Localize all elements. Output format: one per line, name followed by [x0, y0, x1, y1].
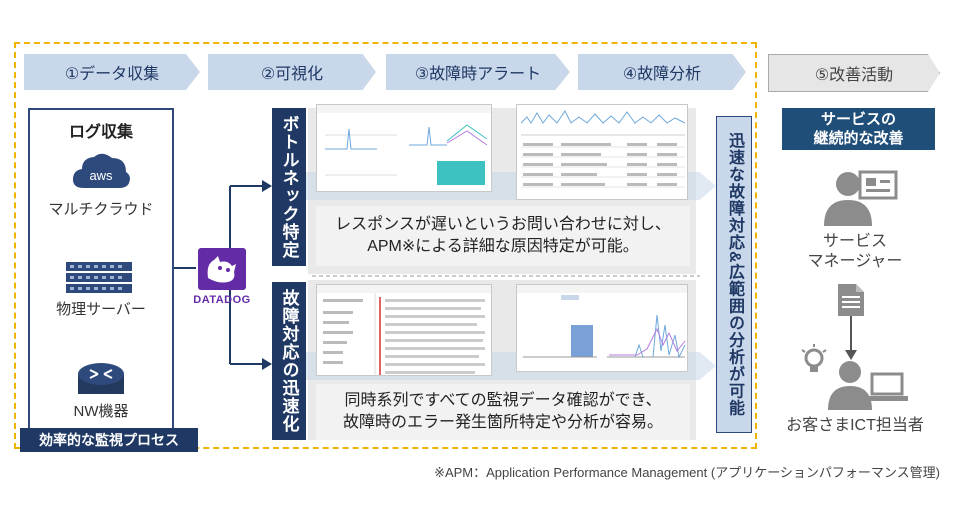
- source-nw-device: NW機器: [73, 403, 129, 420]
- step-improvement: ⑤改善活動: [768, 54, 940, 92]
- bottleneck-label: ボトルネック特定: [272, 108, 306, 266]
- improvement-badge: サービスの 継続的な改善: [782, 108, 935, 150]
- process-frame: [14, 42, 757, 449]
- log-collection-title: ログ収集: [68, 124, 133, 141]
- row2-description: 同時系列ですべての監視データ確認ができ、 故障時のエラー発生箇所特定や分析が容易…: [316, 384, 690, 440]
- step-visualization: ②可視化: [208, 54, 376, 90]
- logs-screenshot-2: [316, 284, 492, 376]
- metrics-screenshot-2: [516, 284, 688, 372]
- row1-description: レスポンスが遅いというお問い合わせに対し、 APM※による詳細な原因特定が可能。: [316, 206, 690, 266]
- arrow-to-row2: [262, 358, 272, 370]
- row1-desc-line1: レスポンスが遅いというお問い合わせに対し、: [335, 216, 671, 233]
- datadog-label: DATADOG: [193, 294, 251, 306]
- cloud-icon: aws: [72, 153, 130, 188]
- row1-desc-line2: APM※による詳細な原因特定が可能。: [367, 238, 639, 255]
- process-badge: 効率的な監視プロセス: [20, 428, 198, 452]
- row2-desc-line2: 故障時のエラー発生箇所特定や分析が容易。: [342, 414, 663, 431]
- lightbulb-icon: [801, 344, 827, 372]
- service-manager-line1: サービス: [822, 233, 887, 250]
- fast-response-label: 故障対応の迅速化: [272, 282, 306, 440]
- right-summary-bar: 迅速な故障対応&広範囲の分析が可能: [716, 116, 752, 433]
- customer-icon: [801, 344, 908, 410]
- step-data-collection: ①データ収集: [24, 54, 200, 90]
- aws-logo-text: aws: [89, 168, 113, 183]
- datadog-logo-icon: [198, 248, 246, 290]
- source-physical-server: 物理サーバー: [56, 301, 146, 318]
- laptop-icon: [866, 372, 908, 401]
- service-manager-line2: マネージャー: [807, 253, 903, 270]
- dashboard-screenshot-1: [316, 104, 492, 192]
- trace-screenshot-1: [516, 104, 688, 200]
- service-manager-label: サービス マネージャー: [790, 232, 920, 272]
- footnote: ※APM：Application Performance Management …: [434, 465, 940, 480]
- arrow-to-row1: [262, 180, 272, 192]
- improve-line1: サービスの: [820, 111, 896, 128]
- step-failure-alert: ③故障時アラート: [386, 54, 570, 90]
- server-icon: [66, 262, 132, 293]
- step-failure-analysis: ④故障分析: [578, 54, 746, 90]
- service-manager-icon: [824, 170, 898, 226]
- row2-desc-line1: 同時系列ですべての監視データ確認ができ、: [344, 392, 662, 409]
- router-icon: [78, 363, 124, 394]
- document-icon: [838, 284, 864, 316]
- customer-label: お客さまICT担当者: [786, 417, 924, 434]
- source-multicloud: マルチクラウド: [48, 201, 154, 218]
- improve-line2: 継続的な改善: [813, 130, 904, 147]
